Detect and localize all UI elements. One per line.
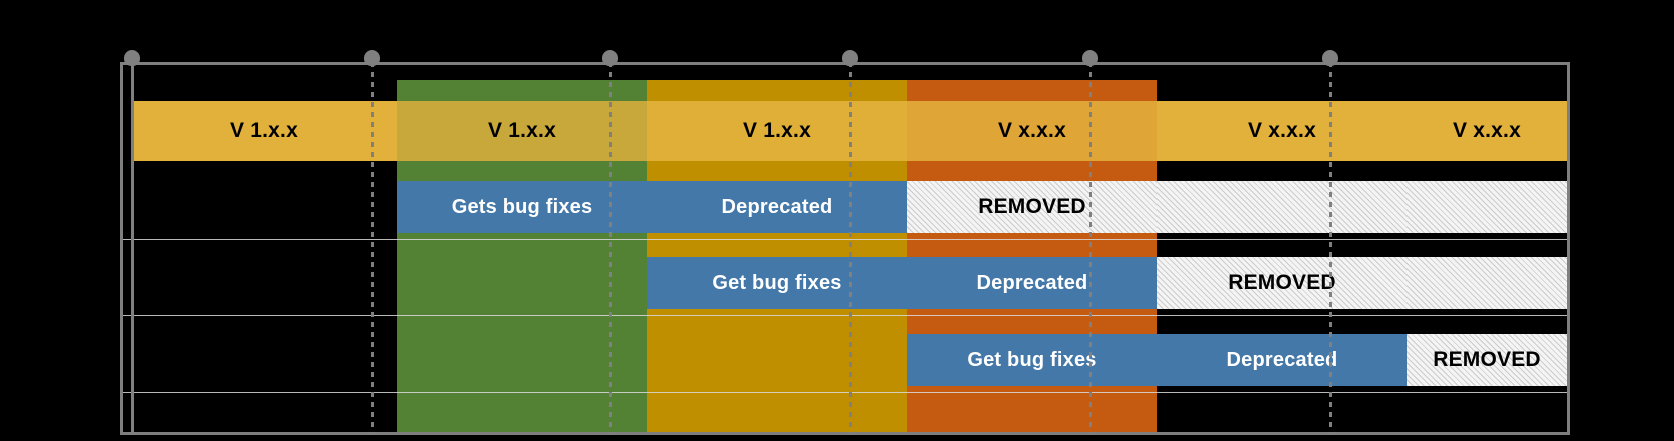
- row4-cell-c6-label: REMOVED: [1433, 348, 1541, 371]
- pin-stem-icon: [131, 62, 134, 435]
- row1-cell-c5: V x.x.x: [1157, 101, 1407, 161]
- row1-cell-c2: V 1.x.x: [397, 101, 647, 161]
- row3-cell-c5-label: REMOVED: [1228, 271, 1336, 294]
- pin-stem-icon: [1089, 62, 1092, 435]
- row2-cell-c2-label: Gets bug fixes: [451, 195, 593, 218]
- row4-cell-c5: Deprecated: [1157, 334, 1407, 386]
- row2-cell-c6: [1407, 181, 1567, 233]
- row3-cell-c4-label: Deprecated: [976, 271, 1088, 294]
- row1-cell-c3-label: V 1.x.x: [743, 119, 811, 142]
- row3-cell-c4: Deprecated: [907, 257, 1157, 309]
- row4-cell-c6: REMOVED: [1407, 334, 1567, 386]
- row-separator-1: [123, 239, 1567, 240]
- row1-cell-c6-label: V x.x.x: [1453, 119, 1521, 142]
- pin-head-icon: [842, 50, 858, 66]
- row4-cell-c4-label: Get bug fixes: [967, 348, 1097, 371]
- milestone-pin-3[interactable]: [602, 50, 618, 435]
- pin-head-icon: [364, 50, 380, 66]
- milestone-pin-4[interactable]: [842, 50, 858, 435]
- pin-head-icon: [1082, 50, 1098, 66]
- row-separator-3: [123, 392, 1567, 393]
- row-separator-2: [123, 315, 1567, 316]
- row1-cell-c6: V x.x.x: [1407, 101, 1567, 161]
- row2-cell-c2: Gets bug fixes: [397, 181, 647, 233]
- row3-cell-c6: [1407, 257, 1567, 309]
- row3-cell-c3-label: Get bug fixes: [712, 271, 842, 294]
- pin-stem-icon: [371, 62, 374, 435]
- row2-cell-c4: REMOVED: [907, 181, 1157, 233]
- row1-cell-c3: V 1.x.x: [647, 101, 907, 161]
- milestone-pin-1[interactable]: [124, 50, 140, 435]
- row2-cell-c4-label: REMOVED: [978, 195, 1086, 218]
- pin-stem-icon: [609, 62, 612, 435]
- milestone-pin-5[interactable]: [1082, 50, 1098, 435]
- row4-cell-c5-label: Deprecated: [1226, 348, 1338, 371]
- pin-head-icon: [602, 50, 618, 66]
- pin-stem-icon: [1329, 62, 1332, 435]
- row3-cell-c3: Get bug fixes: [647, 257, 907, 309]
- row1-cell-c5-label: V x.x.x: [1248, 119, 1316, 142]
- pin-head-icon: [124, 50, 140, 66]
- row1-cell-c1: V 1.x.x: [131, 101, 397, 161]
- chart-frame: [120, 62, 1570, 435]
- row3-cell-c5: REMOVED: [1157, 257, 1407, 309]
- row2-cell-c3: Deprecated: [647, 181, 907, 233]
- row2-cell-c3-label: Deprecated: [721, 195, 833, 218]
- pin-stem-icon: [849, 62, 852, 435]
- row1-cell-c4: V x.x.x: [907, 101, 1157, 161]
- row1-cell-c4-label: V x.x.x: [998, 119, 1066, 142]
- row1-cell-c2-label: V 1.x.x: [488, 119, 556, 142]
- pin-head-icon: [1322, 50, 1338, 66]
- milestone-pin-2[interactable]: [364, 50, 380, 435]
- row1-cell-c1-label: V 1.x.x: [230, 119, 298, 142]
- milestone-pin-6[interactable]: [1322, 50, 1338, 435]
- row4-cell-c4: Get bug fixes: [907, 334, 1157, 386]
- row2-cell-c5: [1157, 181, 1407, 233]
